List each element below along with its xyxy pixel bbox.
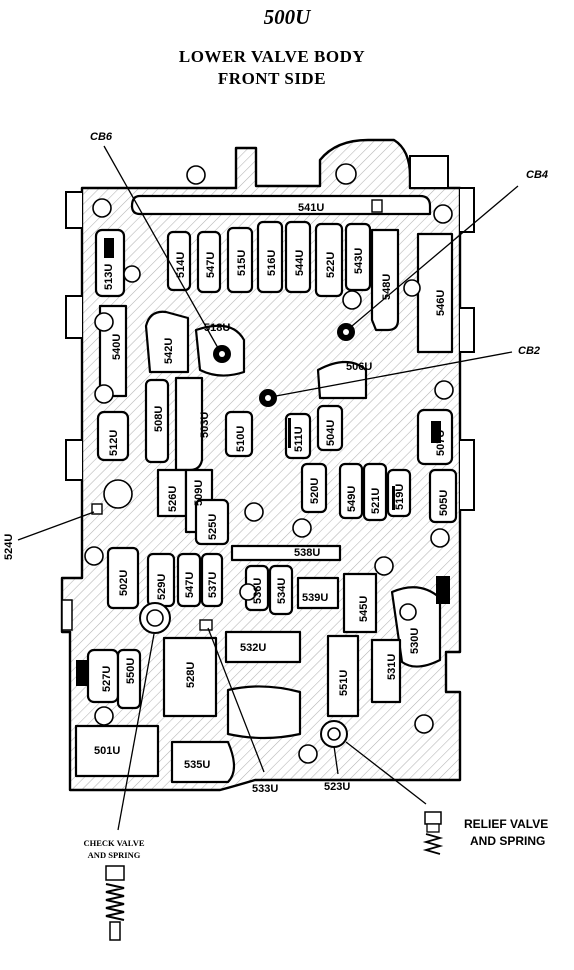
passage-504u: 504U [325,420,337,446]
left-lug-mid [65,295,82,339]
passage-539u: 539U [302,592,328,604]
label-cb6: CB6 [90,131,113,143]
label-523u: 523U [324,781,350,793]
tab-top-right [409,155,449,189]
passage-538u: 538U [294,547,320,559]
passage-535u: 535U [184,759,210,771]
passage-511u: 511U [293,426,305,452]
passage-labels: 513U 514U 547U 515U 516U 544U 522U 543U … [94,202,450,771]
passage-503u: 503U [199,412,211,438]
leader-lines [17,145,519,831]
passage-545u: 545U [358,596,370,622]
subtitle-line-1: LOWER VALVE BODY [179,47,365,66]
passage-514u: 514U [175,252,187,278]
passage-528u: 528U [185,662,197,688]
passage-537u: 537U [207,572,219,598]
relief-valve-spring-part [422,811,444,855]
passage-546u: 546U [435,290,447,316]
check-ball-cb4 [337,323,355,341]
label-533u: 533U [252,783,278,795]
passage-516u: 516U [266,250,278,276]
right-lug-mid [460,307,475,353]
passage-542u: 542U [163,338,175,364]
diagram-title: 500U [264,5,313,29]
check-ball-cb2 [259,389,277,407]
passage-515u: 515U [236,250,248,276]
label-relief-valve: RELIEF VALVE [464,817,548,831]
passage-536u: 536U [252,578,264,604]
passage-512u: 512U [108,430,120,456]
left-lug-top [65,191,82,229]
bolt-holes [84,163,454,764]
right-lug-low [460,439,475,511]
label-relief-spring: AND SPRING [470,834,545,848]
passage-544u: 544U [294,250,306,276]
port-533u [199,619,213,631]
passage-519u: 519U [394,484,406,510]
passage-505u: 505U [438,490,450,516]
passage-509u: 509U [193,480,205,506]
passage-547u-top: 547U [205,252,217,278]
passage-521u: 521U [370,488,382,514]
label-cb2: CB2 [518,345,540,357]
check-valve-seat [139,602,171,634]
passage-551u: 551U [338,670,350,696]
passage-540u: 540U [111,334,123,360]
check-ball-cb6 [213,345,231,363]
passage-518u: 518U [204,322,230,334]
passage-506u: 506U [346,361,372,373]
passage-547u-low: 547U [184,572,196,598]
passage-525u: 525U [207,514,219,540]
label-524u: 524U [3,534,15,560]
label-cb4: CB4 [526,169,548,181]
passage-530u: 530U [409,628,421,654]
passage-541u: 541U [298,202,324,214]
passage-531u: 531U [386,654,398,680]
passage-548u: 548U [381,274,393,300]
subtitle-line-2: FRONT SIDE [218,69,326,88]
label-check-spring: AND SPRING [88,850,141,860]
tab-left-low [61,599,73,631]
passage-526u: 526U [167,486,179,512]
port-524u [91,503,103,515]
label-check-valve: CHECK VALVE [83,838,144,848]
passage-527u: 527U [101,666,113,692]
passage-508u: 508U [153,406,165,432]
passage-510u: 510U [235,426,247,452]
dark-marks [76,199,450,686]
passage-550u: 550U [125,658,137,684]
passage-502u: 502U [118,570,130,596]
right-lug-top [460,187,475,233]
passage-549u: 549U [346,486,358,512]
passage-501u: 501U [94,745,120,757]
check-valve-spring-part [105,865,125,941]
fluid-channels [74,194,458,784]
relief-valve-seat [320,720,348,748]
left-lug-low [65,439,82,481]
passage-507u: 507U [435,430,447,456]
passage-543u: 543U [353,248,365,274]
passage-513u: 513U [103,264,115,290]
passage-520u: 520U [309,478,321,504]
passage-534u: 534U [276,578,288,604]
passage-532u: 532U [240,642,266,654]
passage-522u: 522U [325,252,337,278]
passage-529u: 529U [156,574,168,600]
